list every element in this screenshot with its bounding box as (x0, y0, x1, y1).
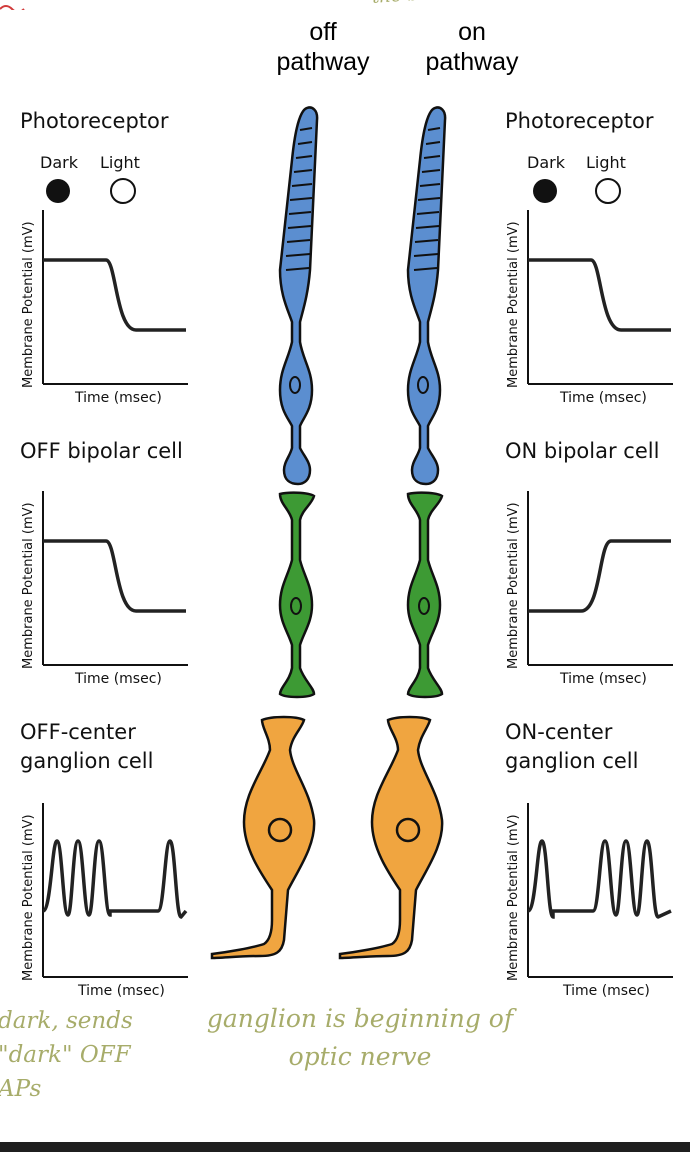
light-circle-icon-left (110, 178, 136, 204)
off-center-ganglion-label: OFF-center ganglion cell (20, 720, 154, 773)
graph-off-center-ganglion: Membrane Potential (mV) Time (msec) (21, 803, 188, 999)
graph-off-bipolar: Membrane Potential (mV) Time (msec) (21, 491, 188, 687)
graph-on-center-ganglion: Membrane Potential (mV) Time (msec) (506, 803, 673, 999)
top-handwriting-note: the brain (371, 0, 457, 15)
handwritten-note-center: ganglion is beginning of optic nerve (206, 1004, 514, 1071)
light-circle-icon-right (595, 178, 621, 204)
dark-label-left: Dark (40, 153, 78, 172)
off-bipolar-cell (278, 491, 316, 699)
graph-photoreceptor-right: Membrane Potential (mV) Time (msec) (506, 210, 673, 406)
handwritten-note-left: dark, sends "dark" OFF APs (0, 1008, 133, 1102)
off-bipolar-label: OFF bipolar cell (20, 439, 183, 463)
y-axis-label: Membrane Potential (mV) (21, 502, 36, 669)
x-axis-label: Time (msec) (74, 390, 162, 406)
x-axis-label: Time (msec) (559, 671, 647, 687)
photoreceptor-label-left: Photoreceptor (20, 109, 169, 133)
on-center-ganglion-label: ON-center ganglion cell (505, 720, 639, 773)
trace-step-down (528, 258, 671, 332)
light-label-right: Light (586, 153, 626, 172)
off-photoreceptor-cell (278, 106, 319, 486)
graph-photoreceptor-left: Membrane Potential (mV) Time (msec) (21, 210, 188, 406)
trace-step-down (43, 258, 186, 332)
cell-drawings (210, 106, 447, 960)
bottom-bar (0, 1142, 690, 1152)
dark-circle-icon-right (533, 179, 557, 203)
light-label-left: Light (100, 153, 140, 172)
photoreceptor-label-right: Photoreceptor (505, 109, 654, 133)
y-axis-label: Membrane Potential (mV) (506, 221, 521, 388)
on-bipolar-cell (406, 491, 444, 699)
trace-step-up (528, 539, 671, 613)
off-ganglion-cell (210, 715, 316, 960)
corner-mark (0, 0, 26, 10)
y-axis-label: Membrane Potential (mV) (506, 502, 521, 669)
y-axis-label: Membrane Potential (mV) (21, 221, 36, 388)
on-pathway-label: on pathway (425, 18, 519, 76)
trace-step-down (43, 539, 186, 613)
on-photoreceptor-cell (406, 106, 447, 486)
on-ganglion-cell (338, 715, 444, 960)
x-axis-label: Time (msec) (559, 390, 647, 406)
off-pathway-label: off pathway (276, 18, 370, 76)
trace-spikes (41, 839, 188, 919)
x-axis-label: Time (msec) (77, 983, 165, 999)
x-axis-label: Time (msec) (562, 983, 650, 999)
dark-circle-icon-left (46, 179, 70, 203)
trace-spikes (526, 839, 672, 919)
graph-on-bipolar: Membrane Potential (mV) Time (msec) (506, 491, 673, 687)
on-bipolar-label: ON bipolar cell (505, 439, 660, 463)
y-axis-label: Membrane Potential (mV) (21, 814, 36, 981)
dark-label-right: Dark (527, 153, 565, 172)
x-axis-label: Time (msec) (74, 671, 162, 687)
y-axis-label: Membrane Potential (mV) (506, 814, 521, 981)
